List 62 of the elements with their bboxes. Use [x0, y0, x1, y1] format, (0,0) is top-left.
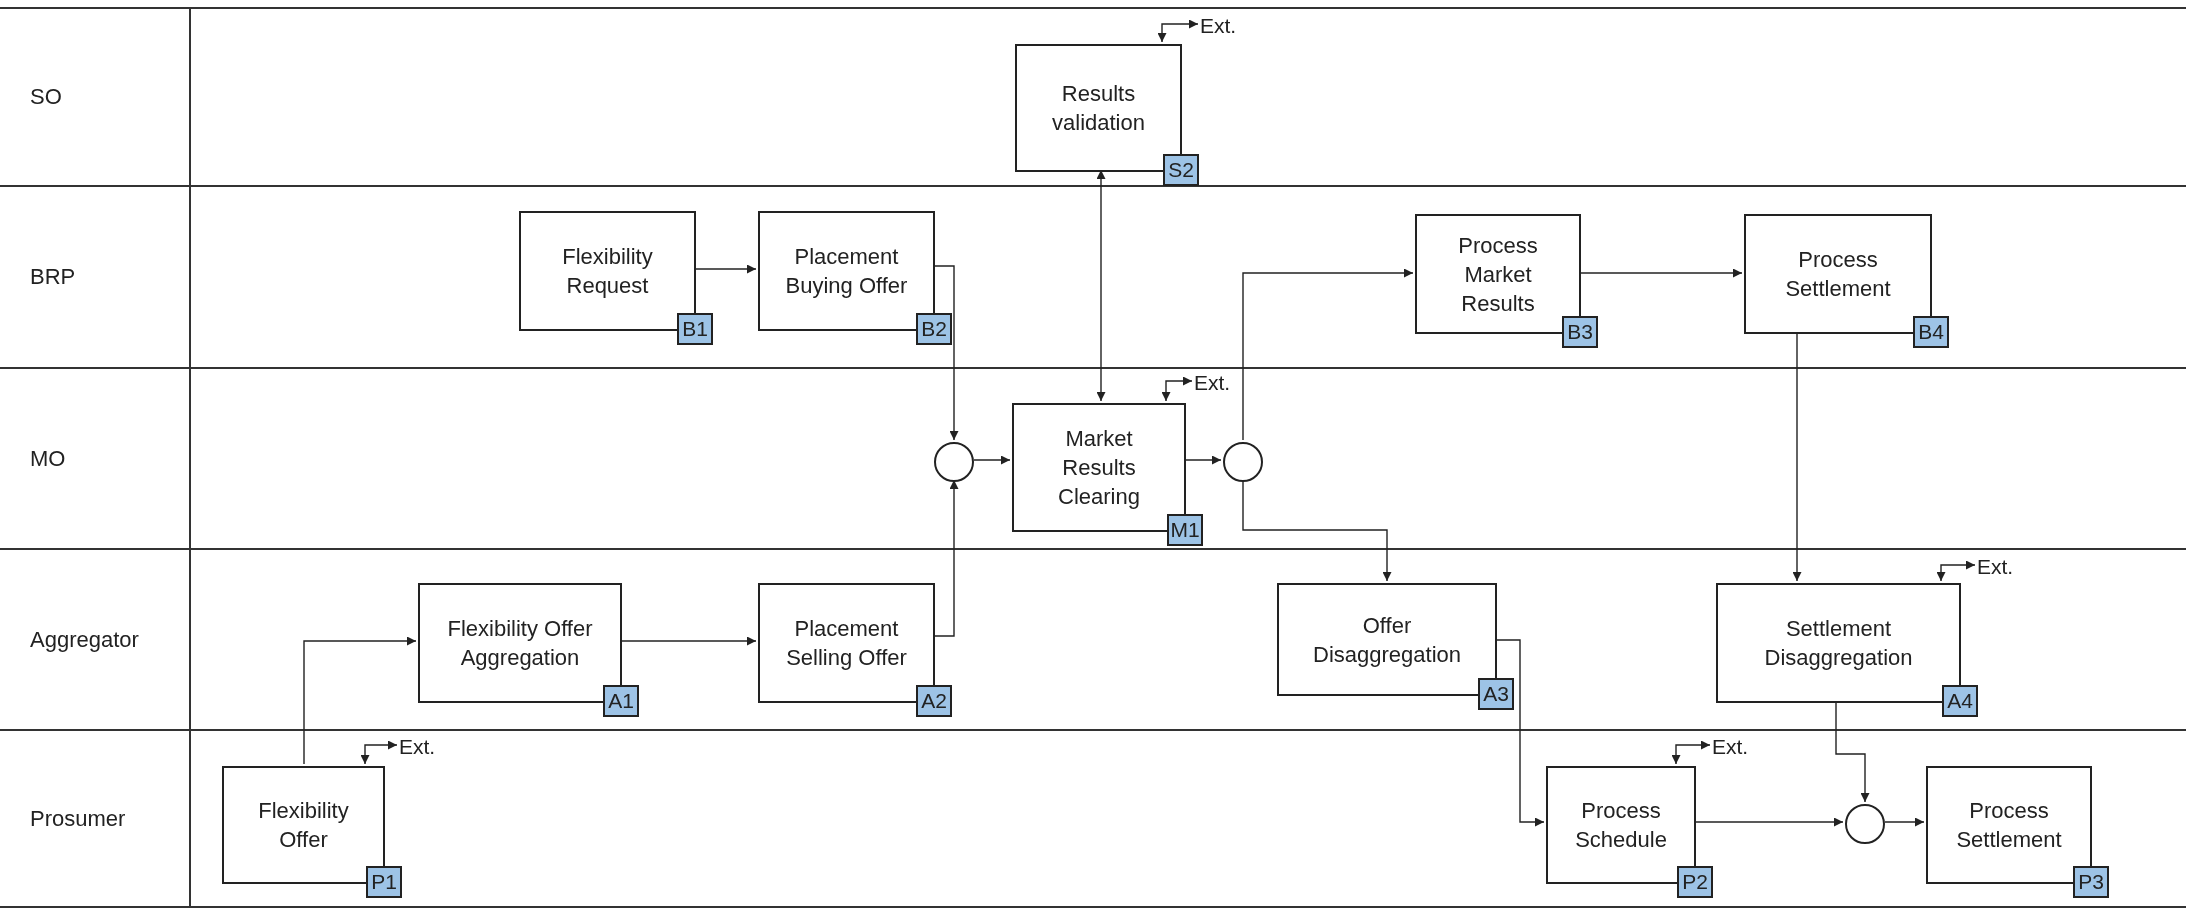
process-label: Process Settlement — [1955, 797, 2063, 854]
arrow — [1695, 817, 1844, 827]
arrow — [1161, 376, 1193, 402]
lane-label: Prosumer — [0, 731, 191, 906]
process-label: Flexibility Offer Aggregation — [446, 615, 594, 672]
id-tag: A3 — [1478, 678, 1514, 710]
arrow — [1496, 639, 1545, 827]
arrow — [303, 636, 417, 765]
process-label: Settlement Disaggregation — [1763, 615, 1914, 672]
process-label: Process Schedule — [1574, 797, 1668, 854]
arrow — [973, 455, 1011, 465]
arrow — [934, 265, 959, 441]
process-label: Market Results Clearing — [1057, 425, 1141, 511]
arrow — [1242, 479, 1392, 582]
process-label: Placement Buying Offer — [784, 243, 909, 300]
id-tag: A1 — [603, 685, 639, 717]
arrow — [1671, 740, 1711, 765]
process-label: Process Settlement — [1784, 246, 1892, 303]
external-label: Ext. — [1200, 14, 1237, 38]
swimlane — [0, 729, 2186, 908]
arrow — [695, 264, 757, 274]
lane-label: Aggregator — [0, 550, 191, 729]
process-label: Process Market Results — [1457, 231, 1539, 318]
arrow — [1157, 19, 1199, 43]
lane-label: MO — [0, 369, 191, 548]
id-tag: P1 — [366, 866, 402, 898]
process-label: Flexibility Request — [561, 243, 654, 300]
junction-circle — [934, 442, 974, 482]
arrow — [1884, 817, 1925, 827]
id-tag: P3 — [2073, 866, 2109, 898]
external-label: Ext. — [1977, 555, 2014, 579]
arrow — [1936, 560, 1976, 582]
arrow — [621, 636, 757, 646]
swimlane — [0, 185, 2186, 367]
lane-label: SO — [0, 9, 191, 185]
process-label: Results validation — [1051, 80, 1146, 137]
swimlane — [0, 548, 2186, 729]
process-label: Flexibility Offer — [257, 797, 350, 854]
process-label: Offer Disaggregation — [1312, 611, 1462, 669]
arrow — [1242, 268, 1414, 441]
swimlane — [0, 367, 2186, 548]
arrow — [934, 479, 959, 637]
external-label: Ext. — [1712, 735, 1749, 759]
arrow — [1185, 455, 1222, 465]
swimlane — [0, 7, 2186, 185]
id-tag: B2 — [916, 313, 952, 345]
arrow — [360, 740, 398, 765]
process-label: Placement Selling Offer — [785, 615, 908, 672]
id-tag: P2 — [1677, 866, 1713, 898]
id-tag: B4 — [1913, 316, 1949, 348]
junction-circle — [1223, 442, 1263, 482]
id-tag: B1 — [677, 313, 713, 345]
arrow — [1580, 268, 1743, 278]
junction-circle — [1845, 804, 1885, 844]
id-tag: S2 — [1163, 154, 1199, 186]
external-label: Ext. — [1194, 371, 1231, 395]
id-tag: A4 — [1942, 685, 1978, 717]
lane-label: BRP — [0, 187, 191, 367]
external-label: Ext. — [399, 735, 436, 759]
id-tag: A2 — [916, 685, 952, 717]
id-tag: M1 — [1167, 514, 1203, 546]
id-tag: B3 — [1562, 316, 1598, 348]
